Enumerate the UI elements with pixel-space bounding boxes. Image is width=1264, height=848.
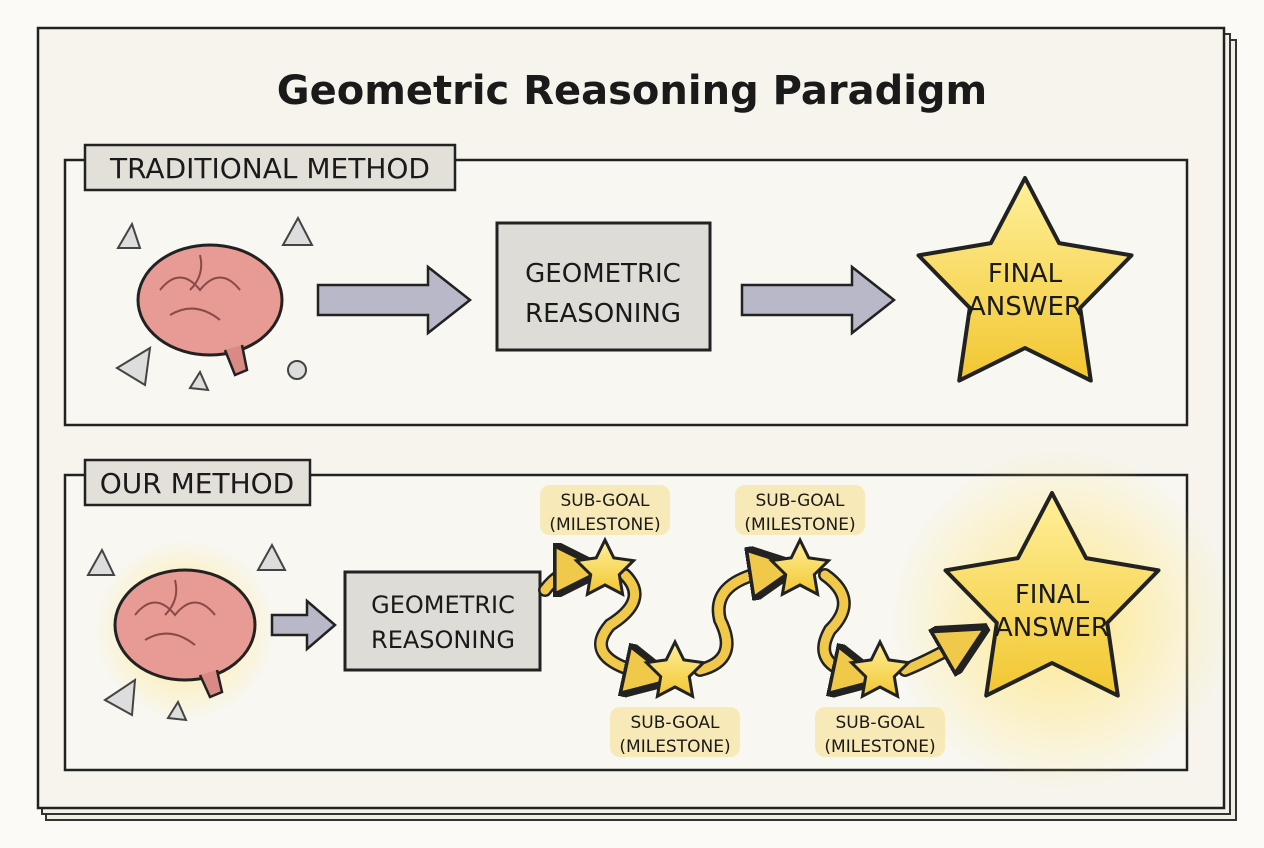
final-answer-star-icon bbox=[943, 491, 1161, 698]
milestone-path-fill bbox=[540, 570, 965, 675]
our-method-panel: OUR METHOD GEOMETRIC REASONING bbox=[63, 450, 1230, 790]
subgoal-label-bg bbox=[735, 485, 865, 535]
traditional-method-label: TRADITIONAL METHOD bbox=[109, 152, 430, 185]
arrow-icon bbox=[740, 264, 897, 336]
subgoal-star-icon bbox=[768, 536, 832, 598]
final-answer-line2: ANSWER bbox=[995, 613, 1109, 643]
subgoal-label-bg bbox=[610, 707, 740, 757]
traditional-method-tag bbox=[83, 143, 457, 192]
arrow-icon bbox=[270, 598, 337, 652]
box-label-line2: REASONING bbox=[371, 626, 515, 654]
subgoal-label-bg bbox=[815, 707, 945, 757]
subgoal-label-line2: (MILESTONE) bbox=[824, 737, 935, 757]
our-method-tag bbox=[83, 458, 312, 507]
subgoal-star-icon bbox=[573, 536, 637, 598]
subgoal-label-bg bbox=[540, 485, 670, 535]
subgoal-label-line1: SUB-GOAL bbox=[835, 713, 925, 733]
box-label-line2: REASONING bbox=[525, 299, 681, 329]
subgoal-star-icon bbox=[848, 638, 912, 700]
brain-icon bbox=[113, 568, 257, 699]
subgoal-label-line2: (MILESTONE) bbox=[744, 515, 855, 535]
subgoal-label-line1: SUB-GOAL bbox=[560, 491, 650, 511]
our-method-label: OUR METHOD bbox=[100, 467, 295, 500]
geometric-reasoning-box bbox=[495, 221, 712, 352]
subgoal-star-icon bbox=[643, 638, 707, 700]
geometric-shapes-icon bbox=[86, 542, 287, 722]
final-answer-line1: FINAL bbox=[988, 259, 1063, 289]
box-label-line1: GEOMETRIC bbox=[371, 591, 515, 619]
subgoal-label-line1: SUB-GOAL bbox=[755, 491, 845, 511]
page-title: Geometric Reasoning Paradigm bbox=[277, 68, 988, 114]
final-answer-star-icon bbox=[916, 176, 1134, 383]
subgoal-label-line2: (MILESTONE) bbox=[549, 515, 660, 535]
subgoal-label-line2: (MILESTONE) bbox=[619, 737, 730, 757]
final-answer-line1: FINAL bbox=[1015, 580, 1090, 610]
geometric-reasoning-box bbox=[343, 570, 542, 672]
traditional-panel: TRADITIONAL METHOD GEOMETRIC REASONING F… bbox=[63, 143, 1189, 427]
subgoal-label-line1: SUB-GOAL bbox=[630, 713, 720, 733]
arrow-icon bbox=[316, 264, 473, 336]
box-label-line1: GEOMETRIC bbox=[525, 259, 681, 289]
brain-icon bbox=[136, 243, 284, 377]
geometric-shapes-icon bbox=[115, 215, 314, 392]
final-answer-line2: ANSWER bbox=[968, 292, 1082, 322]
